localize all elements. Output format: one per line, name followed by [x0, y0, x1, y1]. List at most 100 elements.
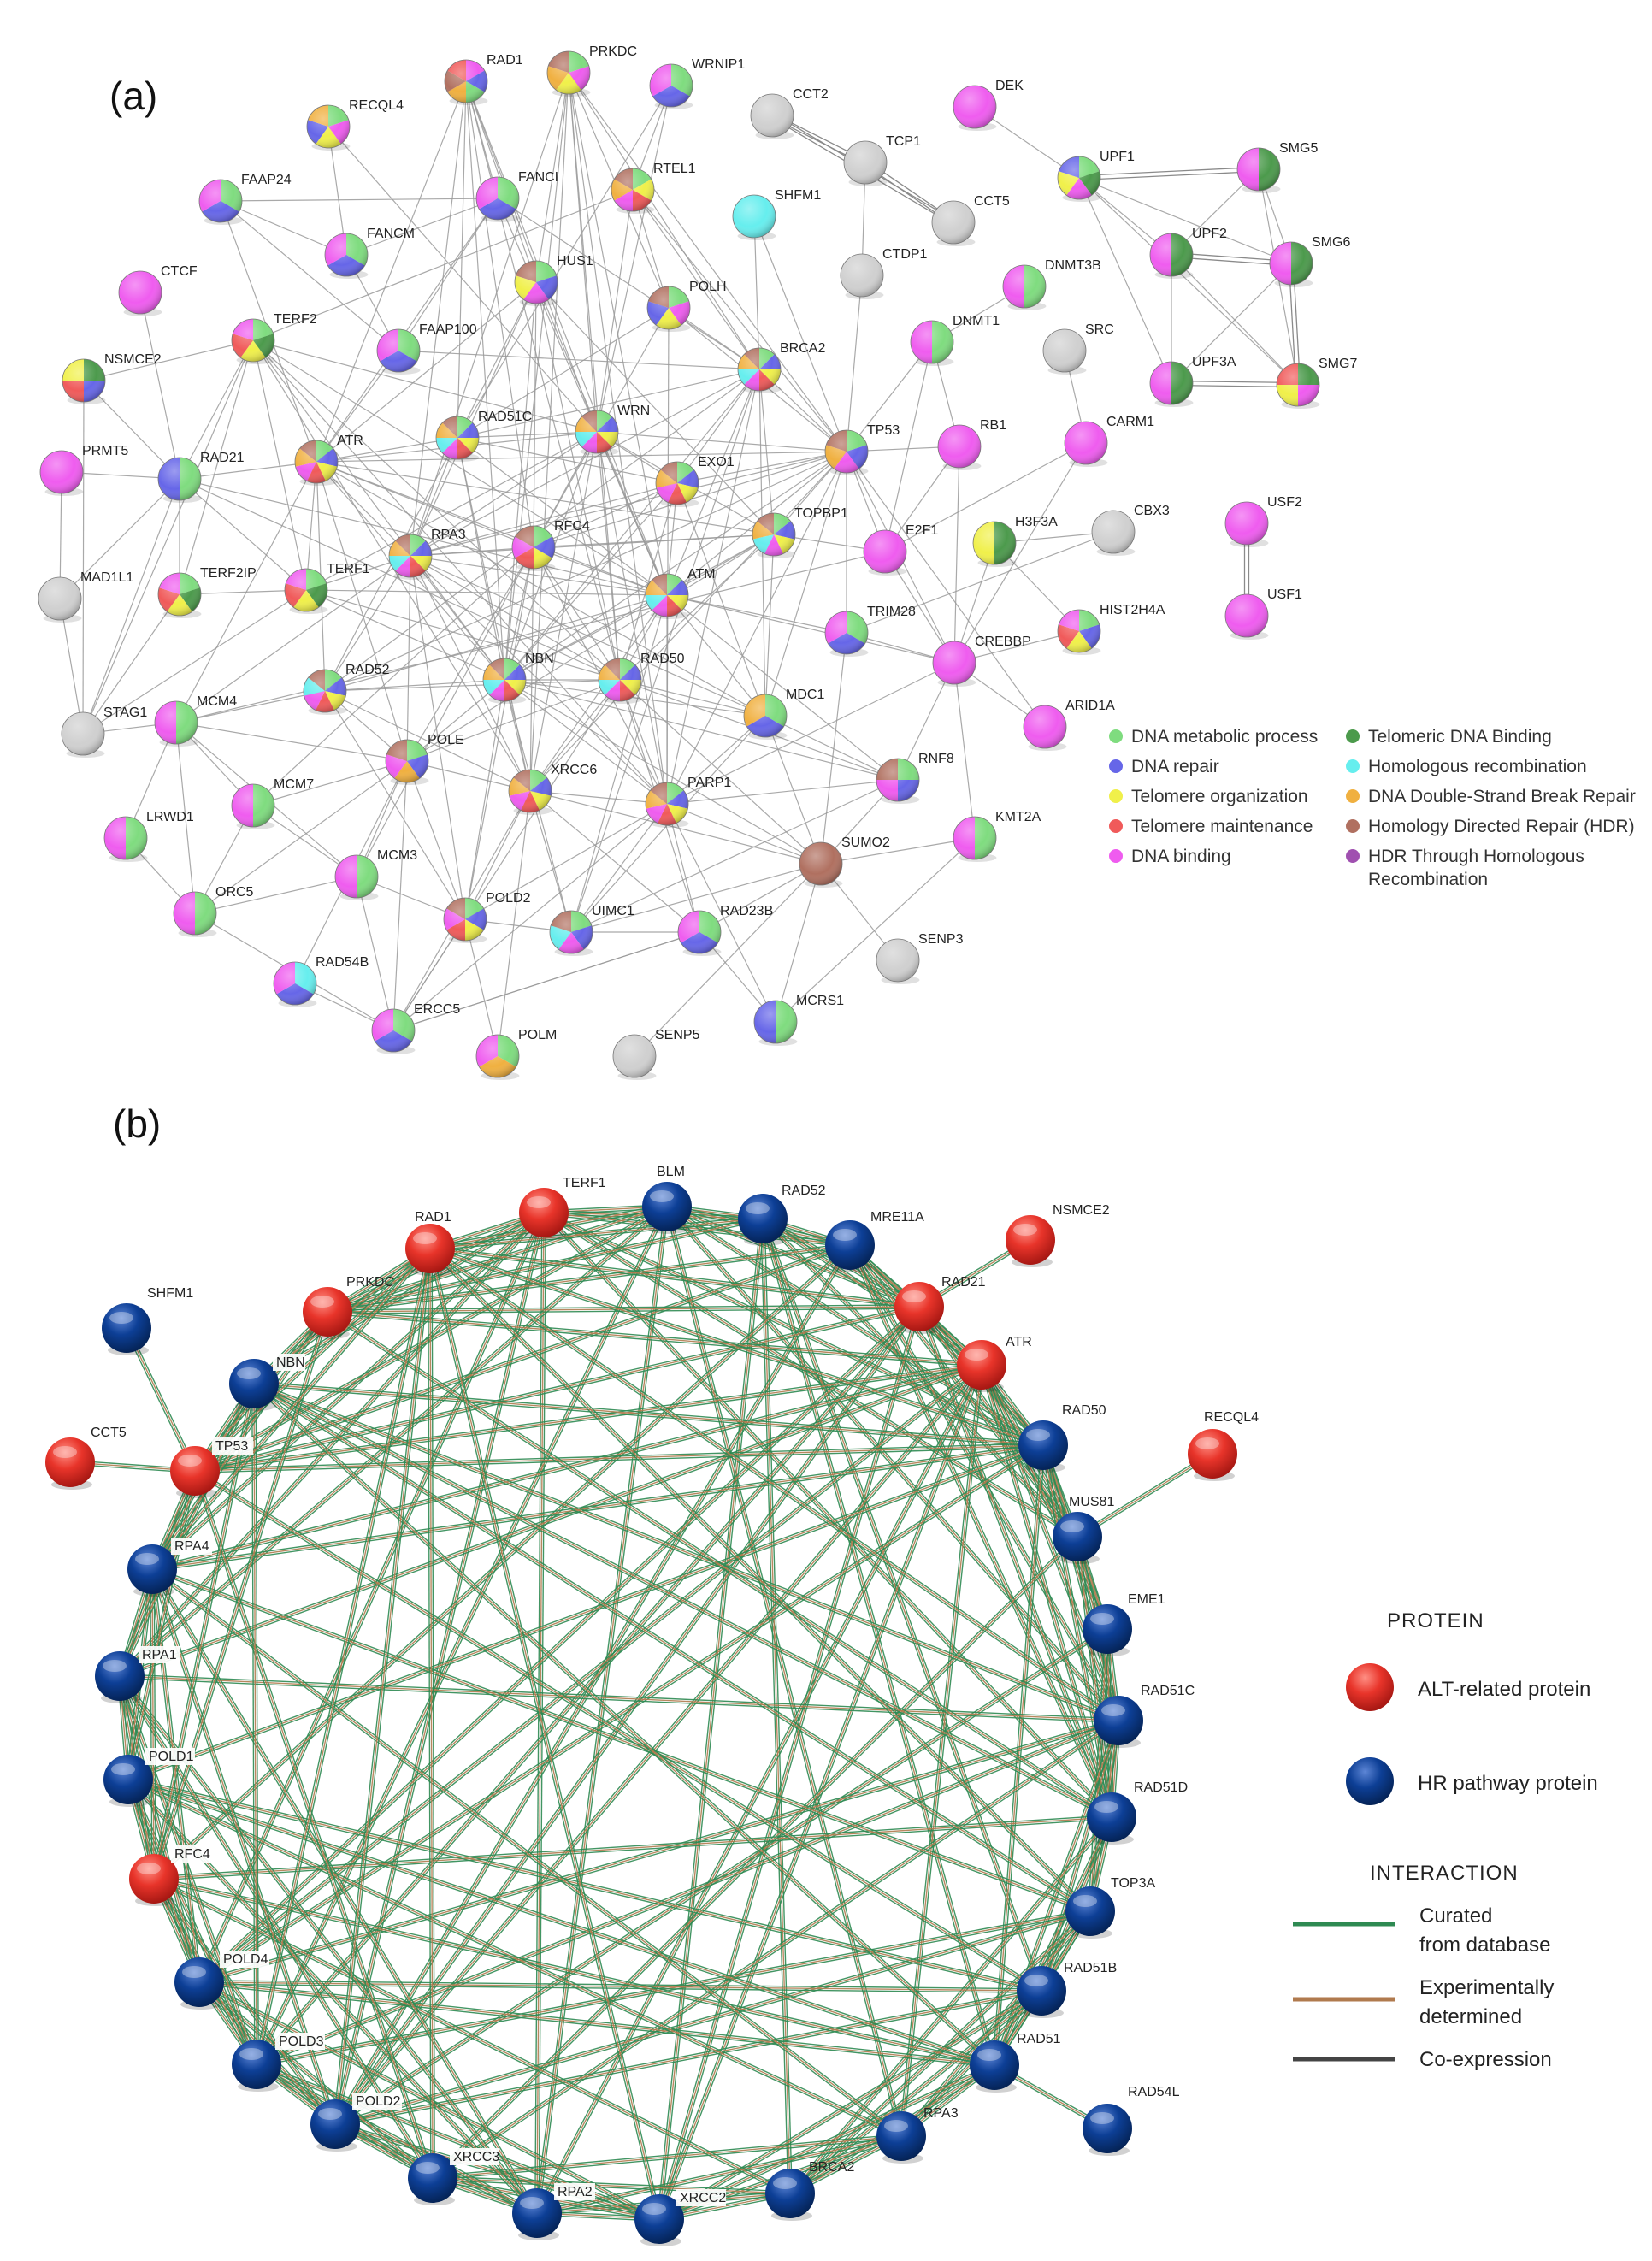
node-a-rfc4: RFC4: [511, 519, 590, 571]
node-ball: [1087, 1792, 1136, 1842]
panel-b-legend: PROTEIN ALT-related protein HR pathway p…: [1293, 1609, 1598, 2071]
node-b-label: POLD1: [149, 1750, 194, 1764]
edge-a-prkdc-xrcc6: [529, 72, 569, 792]
node-a-label: TRIM28: [867, 605, 916, 619]
edge-b-rad51c-rad1: [429, 1248, 1119, 1721]
edge-b-rad50-rad1: [430, 1246, 1044, 1444]
edge-b-atr-rpa4: [151, 1364, 982, 1570]
edge-b-top3a-rpa3: [900, 1910, 1091, 2137]
node-gloss: [732, 194, 776, 239]
node-gloss: [843, 140, 888, 185]
edge-b-rad52-brca2: [760, 1219, 789, 2194]
node-b-label: RAD51: [1017, 2032, 1061, 2046]
edge-b-mre11a-tp53: [194, 1244, 851, 1472]
edge-a-rad1-atm: [465, 80, 668, 596]
node-a-rb1: RB1: [937, 418, 1006, 470]
node-highlight: [1094, 1801, 1118, 1813]
edge-b-rad51-nbn: [255, 1381, 996, 2064]
node-ball: [876, 2111, 926, 2161]
node-gloss: [910, 320, 954, 364]
node-b-label: MUS81: [1069, 1495, 1114, 1509]
edge-b-rad21-tp53: [194, 1304, 919, 1470]
edge-b-rad51b-pold2: [335, 1992, 1042, 2127]
node-a-mcm4: MCM4: [154, 694, 237, 747]
node-ball: [1018, 1420, 1068, 1470]
node-gloss: [118, 270, 162, 315]
edge-b-blm-rad50: [666, 1206, 1044, 1446]
node-highlight: [1024, 1975, 1048, 1986]
edge-b-rad50-rad1: [429, 1248, 1044, 1446]
edge-b-pold2-rpa4: [153, 1568, 338, 2124]
edge-b-atr-rpa1: [120, 1366, 982, 1679]
edge-a-exo1-nbn: [504, 482, 678, 681]
node-a-label: UPF2: [1192, 227, 1227, 241]
edge-a-wrn-terf1: [305, 431, 598, 591]
edge-b-rad51b-xrcc2: [658, 1988, 1041, 2218]
edge-a-faap100-brca2: [398, 350, 760, 370]
node-a-faap24: FAAP24: [198, 173, 292, 225]
node-gloss: [1149, 361, 1194, 405]
node-gloss: [231, 318, 275, 363]
edge-b-xrcc3-tp53: [194, 1470, 434, 2179]
node-b-label: POLD4: [223, 1952, 268, 1967]
node-highlight: [135, 1553, 159, 1565]
node-gloss: [198, 179, 243, 223]
node-gloss: [231, 783, 275, 828]
node-b-label: RPA2: [558, 2185, 593, 2199]
edge-a-parp1-sumo2: [666, 803, 822, 865]
node-gloss: [737, 347, 782, 392]
edge-b-rad51-rfc4: [153, 1880, 994, 2068]
edge-b-rfc4-rpa4: [153, 1568, 156, 1879]
edge-b-rfc4-prkdc: [153, 1311, 328, 1880]
edge-a-rfc4-pole: [406, 546, 534, 762]
node-b-pold4: POLD4: [174, 1951, 269, 2010]
edge-a-rad21-atr: [179, 461, 317, 480]
edge-b-rad51b-pold4: [198, 1983, 1041, 1993]
node-highlight: [965, 1349, 988, 1361]
edge-b-rad52-brca2: [762, 1218, 791, 2194]
node-a-label: KMT2A: [995, 810, 1041, 824]
node-b-label: EME1: [1128, 1592, 1165, 1607]
edge-b-top3a-nbn: [252, 1384, 1090, 1914]
edge-a-wrnip1-rad51c: [457, 85, 672, 439]
edge-b-mre11a-rad50: [847, 1246, 1042, 1448]
node-gloss: [612, 1034, 657, 1078]
node-a-label: SMG6: [1312, 235, 1350, 250]
edge-b-pold2-rfc4: [153, 1878, 336, 2125]
edge-b-terf1-rpa1: [119, 1212, 545, 1677]
node-a-label: STAG1: [103, 705, 147, 720]
edge-b-atr-prkdc: [327, 1311, 982, 1366]
node-highlight: [182, 1966, 206, 1978]
node-gloss: [1224, 593, 1269, 638]
node-a-label: USF1: [1267, 587, 1302, 602]
node-gloss: [294, 440, 339, 484]
edge-a-rpa3-rad52: [324, 555, 411, 692]
node-b-label: TERF1: [563, 1176, 606, 1190]
edge-b-tp53-rad1: [194, 1248, 431, 1472]
edge-a-xrcc6-parp1: [529, 790, 668, 805]
edge-a-rtel1-terf2: [252, 189, 634, 341]
edge-b-rad50-pold1: [128, 1446, 1044, 1782]
edge-a-parp1-rad23b: [666, 803, 700, 933]
edge-a-rad50-pole: [406, 679, 621, 762]
edge-a-wrn-rad50: [596, 431, 621, 681]
edge-a-exo1-rad50: [619, 482, 678, 681]
edge-a-mcm3-orc5: [194, 876, 357, 914]
node-b-label: SHFM1: [147, 1286, 193, 1301]
node-a-label: TERF2: [274, 312, 317, 327]
edge-b-rad51b-tp53: [195, 1468, 1043, 1990]
node-a-rtel1: RTEL1: [611, 162, 696, 214]
node-gloss: [371, 1008, 416, 1053]
edge-b-rad51b-pold1: [127, 1780, 1041, 1993]
node-a-label: RB1: [980, 418, 1006, 433]
node-a-label: LRWD1: [146, 810, 194, 824]
edge-a-xrcc6-sumo2: [529, 790, 822, 865]
node-gloss: [284, 568, 328, 612]
node-a-atm: ATM: [645, 567, 716, 619]
node-a-e2f1: E2F1: [863, 523, 938, 576]
node-a-trim28: TRIM28: [824, 605, 916, 657]
node-a-rad54b: RAD54B: [273, 955, 369, 1007]
edge-a-wrn-parp1: [596, 431, 668, 805]
edge-a-fanci-atr: [316, 198, 499, 463]
